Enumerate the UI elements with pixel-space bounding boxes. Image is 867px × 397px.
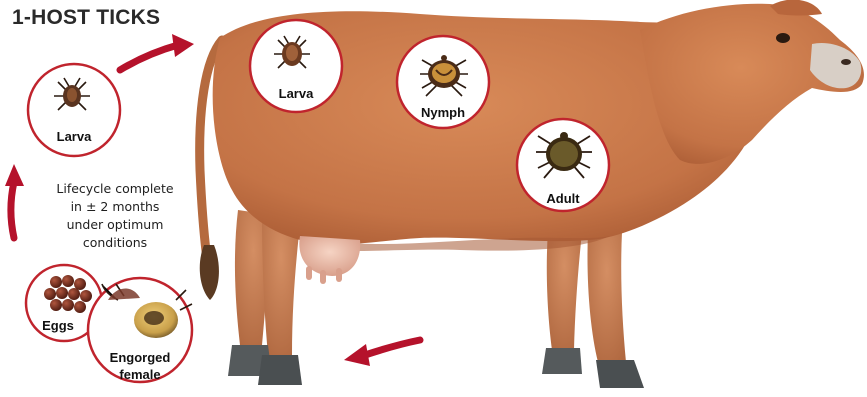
stage-engorged-female: Engorged female <box>88 278 192 382</box>
lifecycle-note-line: conditions <box>26 234 204 252</box>
stage-larva-host: Larva <box>250 20 342 112</box>
label-engorged-line-2: female <box>119 367 160 382</box>
stage-larva-ground: Larva <box>28 64 120 156</box>
lifecycle-note: Lifecycle complete in ± 2 months under o… <box>26 180 204 252</box>
label-nymph: Nymph <box>421 105 465 120</box>
arrow-up <box>11 182 14 238</box>
stage-nymph: Nymph <box>397 36 489 128</box>
label-larva-ground: Larva <box>57 129 92 144</box>
label-eggs: Eggs <box>42 318 74 333</box>
arrow-to-host <box>120 45 178 70</box>
label-engorged-line-1: Engorged <box>110 350 171 365</box>
tick-eggs-icon <box>44 275 92 313</box>
label-larva-host: Larva <box>279 86 314 101</box>
arrow-drop-off <box>362 340 420 356</box>
lifecycle-note-line: Lifecycle complete <box>26 180 204 198</box>
lifecycle-note-line: in ± 2 months <box>26 198 204 216</box>
label-adult: Adult <box>546 191 580 206</box>
lifecycle-note-line: under optimum <box>26 216 204 234</box>
stage-adult: Adult <box>517 119 609 211</box>
diagram-title: 1-HOST TICKS <box>12 6 160 30</box>
